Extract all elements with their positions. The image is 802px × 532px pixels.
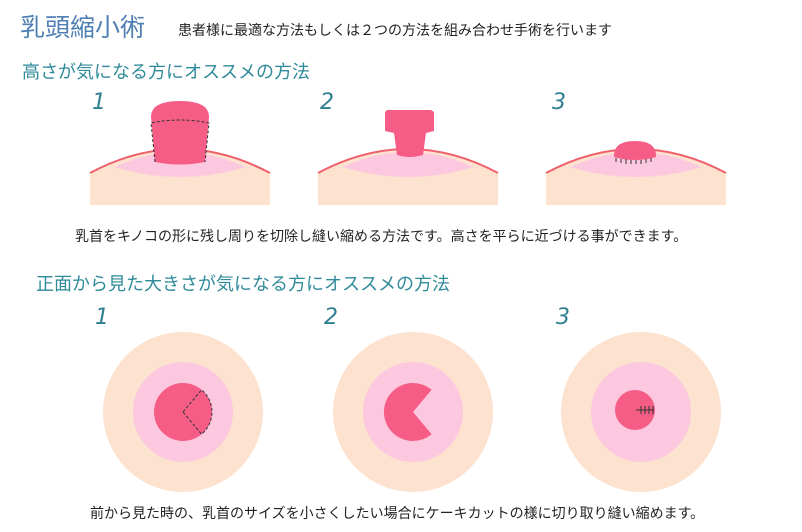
front-view-diagram-2 [333, 332, 493, 492]
suture-marks [615, 158, 652, 164]
step-number-3: 3 [552, 90, 566, 115]
page-subtitle: 患者様に最適な方法もしくは２つの方法を組み合わせ手術を行います [178, 23, 612, 39]
step-number-2: 2 [324, 305, 338, 330]
nipple-shape [151, 101, 209, 165]
suture-marks [636, 406, 654, 414]
front-view-diagram-3 [561, 332, 721, 492]
front-view-diagram-1 [103, 332, 263, 492]
incision-line [150, 119, 210, 163]
section-heading-size: 正面から見た大きさが気になる方にオススメの方法 [36, 274, 450, 295]
nipple-shape [613, 141, 657, 160]
step-number-3: 3 [556, 305, 570, 330]
wedge-incision-line [182, 389, 213, 435]
page-title: 乳頭縮小術 [20, 13, 146, 42]
step-number-1: 1 [92, 90, 106, 115]
nipple-shape [385, 110, 434, 157]
side-view-diagram-2 [317, 110, 499, 205]
step-number-1: 1 [95, 305, 109, 330]
areola-shape [571, 152, 701, 177]
areola-shape [343, 152, 473, 177]
side-view-diagram-3 [545, 141, 727, 205]
nipple-shape [615, 390, 655, 430]
step-number-2: 2 [320, 90, 334, 115]
section-1-caption: 乳首をキノコの形に残し周りを切除し縫い縮める方法です。高さを平らに近づける事がで… [75, 229, 688, 245]
side-view-diagram-1 [89, 101, 271, 205]
section-heading-height: 高さが気になる方にオススメの方法 [22, 62, 310, 83]
section-2-caption: 前から見た時の、乳首のサイズを小さくしたい場合にケーキカットの様に切り取り縫い縮… [90, 506, 705, 522]
nipple-shape [383, 383, 432, 441]
